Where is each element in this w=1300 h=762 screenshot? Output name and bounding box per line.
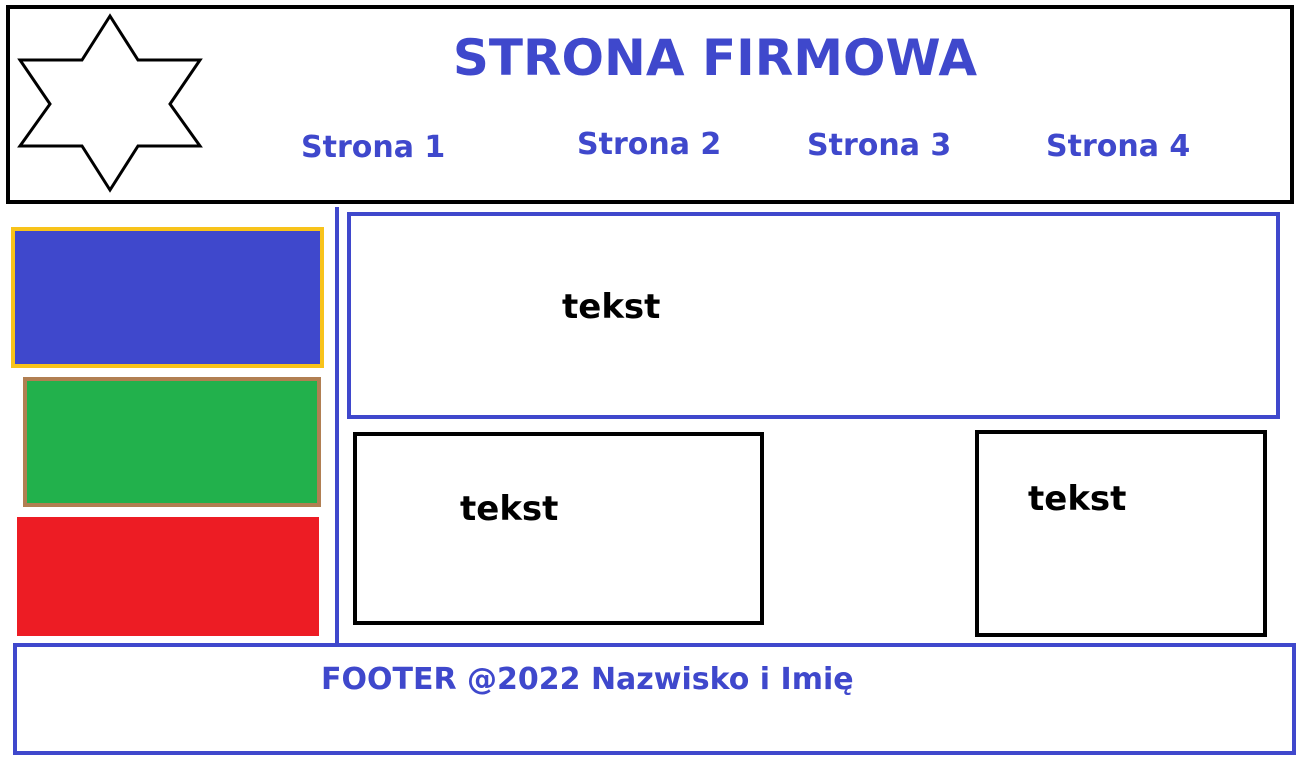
content-box-right: [975, 430, 1267, 637]
content-box-right-text: tekst: [1028, 479, 1127, 519]
header-box: [6, 5, 1294, 204]
sidebar-block-red: [17, 517, 319, 636]
sidebar-divider: [335, 207, 339, 643]
content-box-top-text: tekst: [562, 287, 661, 327]
footer-box: [13, 643, 1296, 755]
site-title: STRONA FIRMOWA: [452, 29, 978, 87]
footer-text: FOOTER @2022 Nazwisko i Imię: [321, 662, 854, 697]
nav-link-strona-4[interactable]: Strona 4: [1046, 129, 1191, 164]
sidebar-block-blue: [11, 227, 324, 368]
content-box-left: [353, 432, 764, 625]
nav-link-strona-3[interactable]: Strona 3: [807, 128, 952, 163]
content-box-left-text: tekst: [460, 489, 559, 529]
nav-link-strona-2[interactable]: Strona 2: [577, 127, 722, 162]
content-box-top: [347, 212, 1280, 419]
six-point-star-icon: [17, 13, 203, 193]
sidebar-block-green: [23, 377, 321, 507]
nav-link-strona-1[interactable]: Strona 1: [301, 130, 446, 165]
